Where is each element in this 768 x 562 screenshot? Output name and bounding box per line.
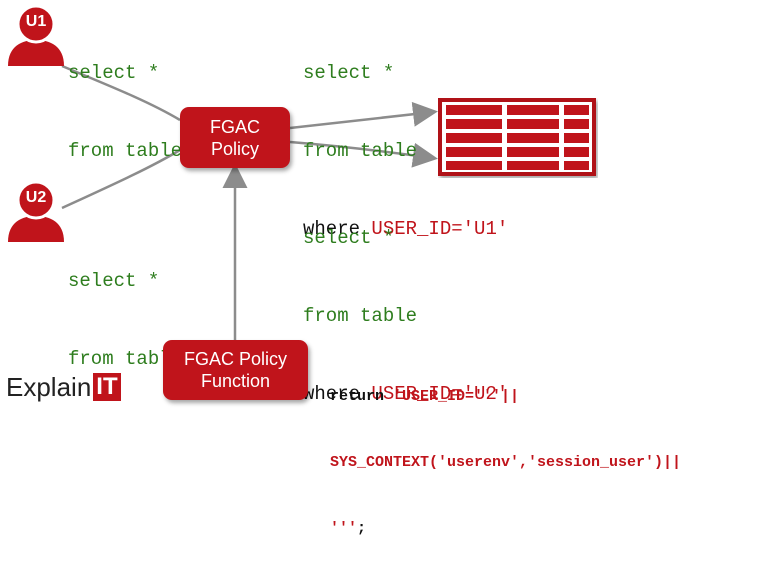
return-line2: SYS_CONTEXT('userenv','session_user')|| [330, 454, 682, 471]
where-keyword: where [303, 383, 372, 405]
u2-to-policy-arrow [61, 148, 181, 210]
user-u1: U1 [4, 2, 68, 77]
policy-to-table-arrow-top [289, 101, 438, 130]
user-u2-label: U2 [25, 189, 47, 206]
u1-query: select * from table [68, 8, 182, 190]
u2-query-line1: select * [68, 270, 160, 292]
u1-rewritten-line1: select * [303, 62, 395, 84]
logo-it-badge: IT [93, 373, 121, 401]
fgac-policy-box: FGAC Policy [180, 107, 290, 168]
return-string1: 'USER_ID='''|| [393, 388, 520, 405]
user-u1-label: U1 [25, 13, 47, 30]
return-line3: '''; [330, 518, 681, 540]
fgac-function-line1: FGAC Policy [183, 349, 288, 369]
u1-to-policy-arrow [61, 64, 181, 122]
policy-to-table-arrow-bottom [289, 140, 438, 168]
u2-rewritten-line2: from table [303, 305, 418, 327]
u2-predicate: USER_ID='U2' [371, 383, 509, 405]
u2-rewritten-line1: select * [303, 227, 395, 249]
table-icon [438, 98, 596, 176]
return-string3: ''' [330, 520, 358, 537]
return-semicolon: ; [357, 520, 367, 537]
fgac-policy-function-box: FGAC Policy Function [163, 340, 308, 400]
fgac-function-line2: Function [200, 371, 271, 391]
return-code: return 'USER_ID='''|| SYS_CONTEXT('usere… [330, 342, 681, 562]
u1-rewritten-line2: from table [303, 140, 418, 162]
user-icon [8, 180, 64, 242]
logo-explain-text: Explain [6, 371, 92, 402]
fgac-policy-line2: Policy [210, 138, 259, 159]
u1-query-line1: select * [68, 62, 160, 84]
u1-rewritten-where-line: where USER_ID='U1' [303, 216, 508, 242]
user-icon [8, 4, 64, 66]
fgac-policy-line1: FGAC [209, 116, 260, 137]
return-keyword: return [330, 388, 394, 405]
u1-predicate: USER_ID='U1' [371, 218, 509, 240]
u1-rewritten-query: select * from table where USER_ID='U1' [303, 8, 508, 268]
user-u2: U2 [4, 178, 68, 253]
where-keyword: where [303, 218, 372, 240]
u2-rewritten-query: select * from table where USER_ID='U2' [303, 173, 508, 433]
flow-arrows [61, 64, 438, 340]
u2-rewritten-where-line: where USER_ID='U2' [303, 381, 508, 407]
return-line1: return 'USER_ID='''|| [330, 386, 681, 408]
u1-query-line2: from table [68, 140, 183, 162]
explainit-logo: Explain IT [6, 371, 121, 403]
